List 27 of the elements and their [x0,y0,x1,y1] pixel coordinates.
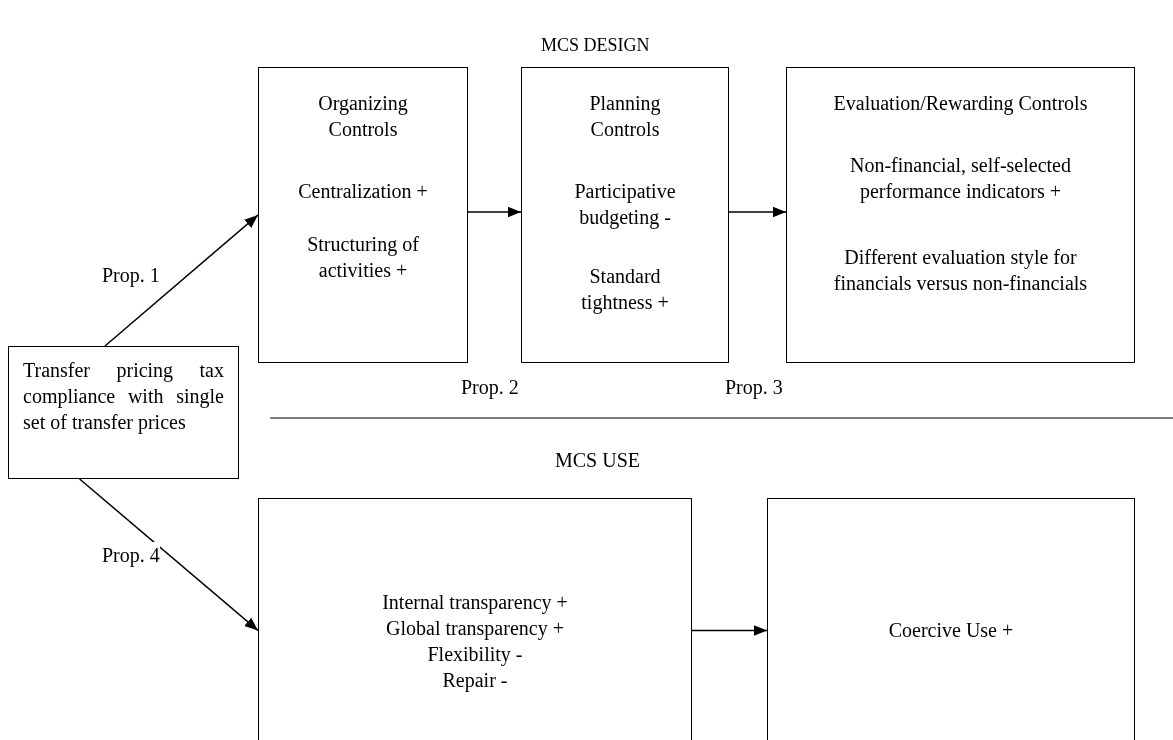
box-text: Standard tightness + [580,264,670,315]
box-heading: Organizing Controls [317,91,409,142]
arrow [467,206,522,218]
box-text: Non-financial, self-selected performance indicators + [849,153,1072,204]
box-text: Flexibility - [426,642,524,667]
box-text: Global transparency + [385,616,565,641]
arrow [78,478,259,632]
text-box [258,67,468,363]
text-box [767,498,1135,740]
box-text: Participative budgeting - [573,179,677,230]
arrow [104,214,259,347]
box-text: Internal transparency + [381,590,569,615]
box-text: Transfer pricing tax compliance with single set of transfer prices [23,358,224,435]
arrow [728,206,787,218]
text-box [258,498,692,740]
box-text: Different evaluation style for financials versus non-financials [832,245,1089,296]
box-heading: Evaluation/Rewarding Controls [832,91,1089,116]
text-box [8,346,239,479]
text-box [786,67,1135,363]
box-text: Centralization + [297,179,429,204]
arrow [691,625,768,636]
box-text: Coercive Use + [887,618,1015,643]
text-box [521,67,729,363]
box-heading: Planning Controls [588,91,662,142]
box-text: Structuring of activities + [306,232,420,283]
box-text: Repair - [441,668,509,693]
edge-label: Prop. 4 [102,542,160,568]
